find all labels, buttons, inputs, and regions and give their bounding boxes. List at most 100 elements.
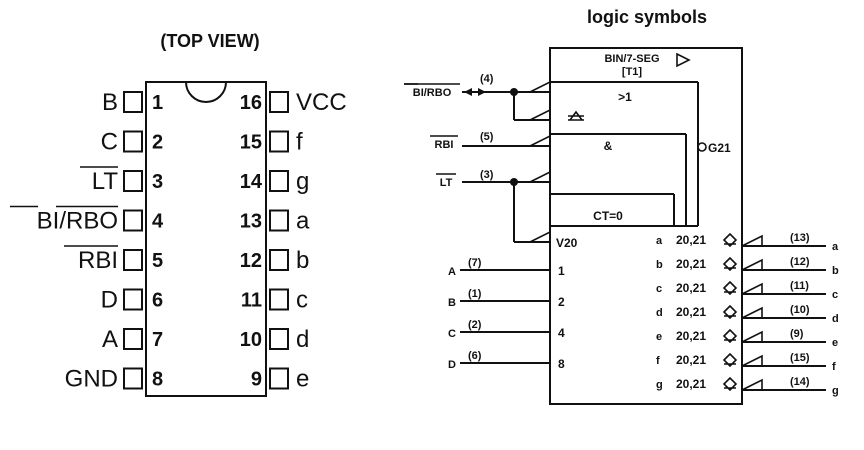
input-label-bi-rbo: BI/RBO <box>413 87 452 99</box>
and-gate-label: & <box>604 139 613 153</box>
output-polarity-icon <box>741 354 763 367</box>
pin-label: d <box>296 326 309 353</box>
pin-number: 14 <box>240 171 263 193</box>
pin-label: c <box>296 287 308 314</box>
ct0-label: CT=0 <box>593 209 623 223</box>
pin-number: 4 <box>152 211 164 233</box>
output-label: a <box>832 241 839 253</box>
pin-number: 1 <box>152 92 163 114</box>
chip-body <box>145 81 267 397</box>
input-num-bi-rbo: (4) <box>480 73 494 85</box>
pin-label: B <box>102 89 118 116</box>
output-polarity-icon <box>741 234 763 247</box>
pin-pad-right-13 <box>269 209 289 232</box>
output-seg-letter: a <box>656 235 663 247</box>
output-num: (14) <box>790 376 810 388</box>
open-collector-diamond-icon <box>722 280 738 296</box>
open-collector-diamond-icon <box>722 328 738 344</box>
pin-label: RBI <box>78 247 118 274</box>
data-input-weight: 4 <box>558 326 565 340</box>
pin-label: C <box>101 129 118 156</box>
pin-label: GND <box>65 366 118 393</box>
output-num: (13) <box>790 232 810 244</box>
data-input-label: A <box>448 266 456 278</box>
t1-label: [T1] <box>622 66 643 78</box>
open-collector-diamond-icon <box>722 304 738 320</box>
pin-pad-right-16 <box>269 91 289 113</box>
input-num-rbi: (5) <box>480 131 494 143</box>
pin-number: 6 <box>152 290 163 312</box>
open-collector-diamond-icon <box>722 232 738 248</box>
pin-pad-right-14 <box>269 170 289 192</box>
data-input-num: (2) <box>468 319 482 331</box>
pin-label: g <box>296 168 309 195</box>
v20-label: V20 <box>556 236 578 250</box>
data-input-num: (1) <box>468 288 482 300</box>
pin-pad-left-3 <box>123 170 143 192</box>
output-num: (10) <box>790 304 810 316</box>
pin-label: VCC <box>296 89 347 116</box>
chip-notch <box>185 81 227 103</box>
pin-number: 7 <box>152 329 163 351</box>
pin-pad-right-15 <box>269 130 289 153</box>
pin-pad-right-9 <box>269 367 289 390</box>
input-label-lt: LT <box>440 177 453 189</box>
output-num: (9) <box>790 328 804 340</box>
output-num: (12) <box>790 256 810 268</box>
pin-pad-left-6 <box>123 288 143 311</box>
data-input-weight: 8 <box>558 357 565 371</box>
output-label: b <box>832 265 839 277</box>
output-seg-letter: e <box>656 331 662 343</box>
output-dep: 20,21 <box>676 353 706 367</box>
output-seg-letter: f <box>656 355 660 367</box>
function-triangle-icon <box>676 52 691 68</box>
data-input-label: C <box>448 328 456 340</box>
pin-label: e <box>296 366 309 393</box>
pin-pad-left-4 <box>123 209 143 232</box>
output-label: g <box>832 385 839 397</box>
g21-bubble-icon <box>697 142 707 152</box>
pin-number: 5 <box>152 250 163 272</box>
pin-number: 12 <box>240 250 262 272</box>
top-view-title: (TOP VIEW) <box>160 31 259 51</box>
data-input-label: D <box>448 359 456 371</box>
pin-pad-left-1 <box>123 91 143 113</box>
output-dep: 20,21 <box>676 329 706 343</box>
pin-number: 8 <box>152 369 163 391</box>
or-gate-label: >1 <box>618 90 632 104</box>
output-seg-letter: b <box>656 259 663 271</box>
output-dep: 20,21 <box>676 305 706 319</box>
pin-label: A <box>102 326 118 353</box>
output-polarity-icon <box>741 282 763 295</box>
pin-pad-left-7 <box>123 328 143 350</box>
output-dep: 20,21 <box>676 377 706 391</box>
output-seg-letter: d <box>656 307 663 319</box>
data-input-group: A(7)1B(1)2C(2)4D(6)8 <box>448 257 565 371</box>
pin-label: D <box>101 287 118 314</box>
output-label: f <box>832 361 836 373</box>
open-collector-diamond-icon <box>722 376 738 392</box>
pin-pad-right-10 <box>269 328 289 350</box>
pin-label: a <box>296 208 310 235</box>
output-dep: 20,21 <box>676 257 706 271</box>
logic-symbols-title: logic symbols <box>587 7 707 27</box>
output-polarity-icon <box>741 306 763 319</box>
pin-number: 13 <box>240 211 262 233</box>
output-label: e <box>832 337 838 349</box>
pin-pad-right-11 <box>269 288 289 311</box>
input-num-lt: (3) <box>480 169 494 181</box>
open-collector-diamond-icon <box>722 352 738 368</box>
pin-label: b <box>296 247 309 274</box>
output-num: (15) <box>790 352 810 364</box>
open-collector-icon <box>568 110 584 121</box>
data-input-label: B <box>448 297 456 309</box>
output-num: (11) <box>790 280 809 292</box>
output-polarity-icon <box>741 258 763 271</box>
output-dep: 20,21 <box>676 233 706 247</box>
pin-number: 9 <box>251 369 262 391</box>
output-label: c <box>832 289 838 301</box>
data-input-num: (7) <box>468 257 482 269</box>
